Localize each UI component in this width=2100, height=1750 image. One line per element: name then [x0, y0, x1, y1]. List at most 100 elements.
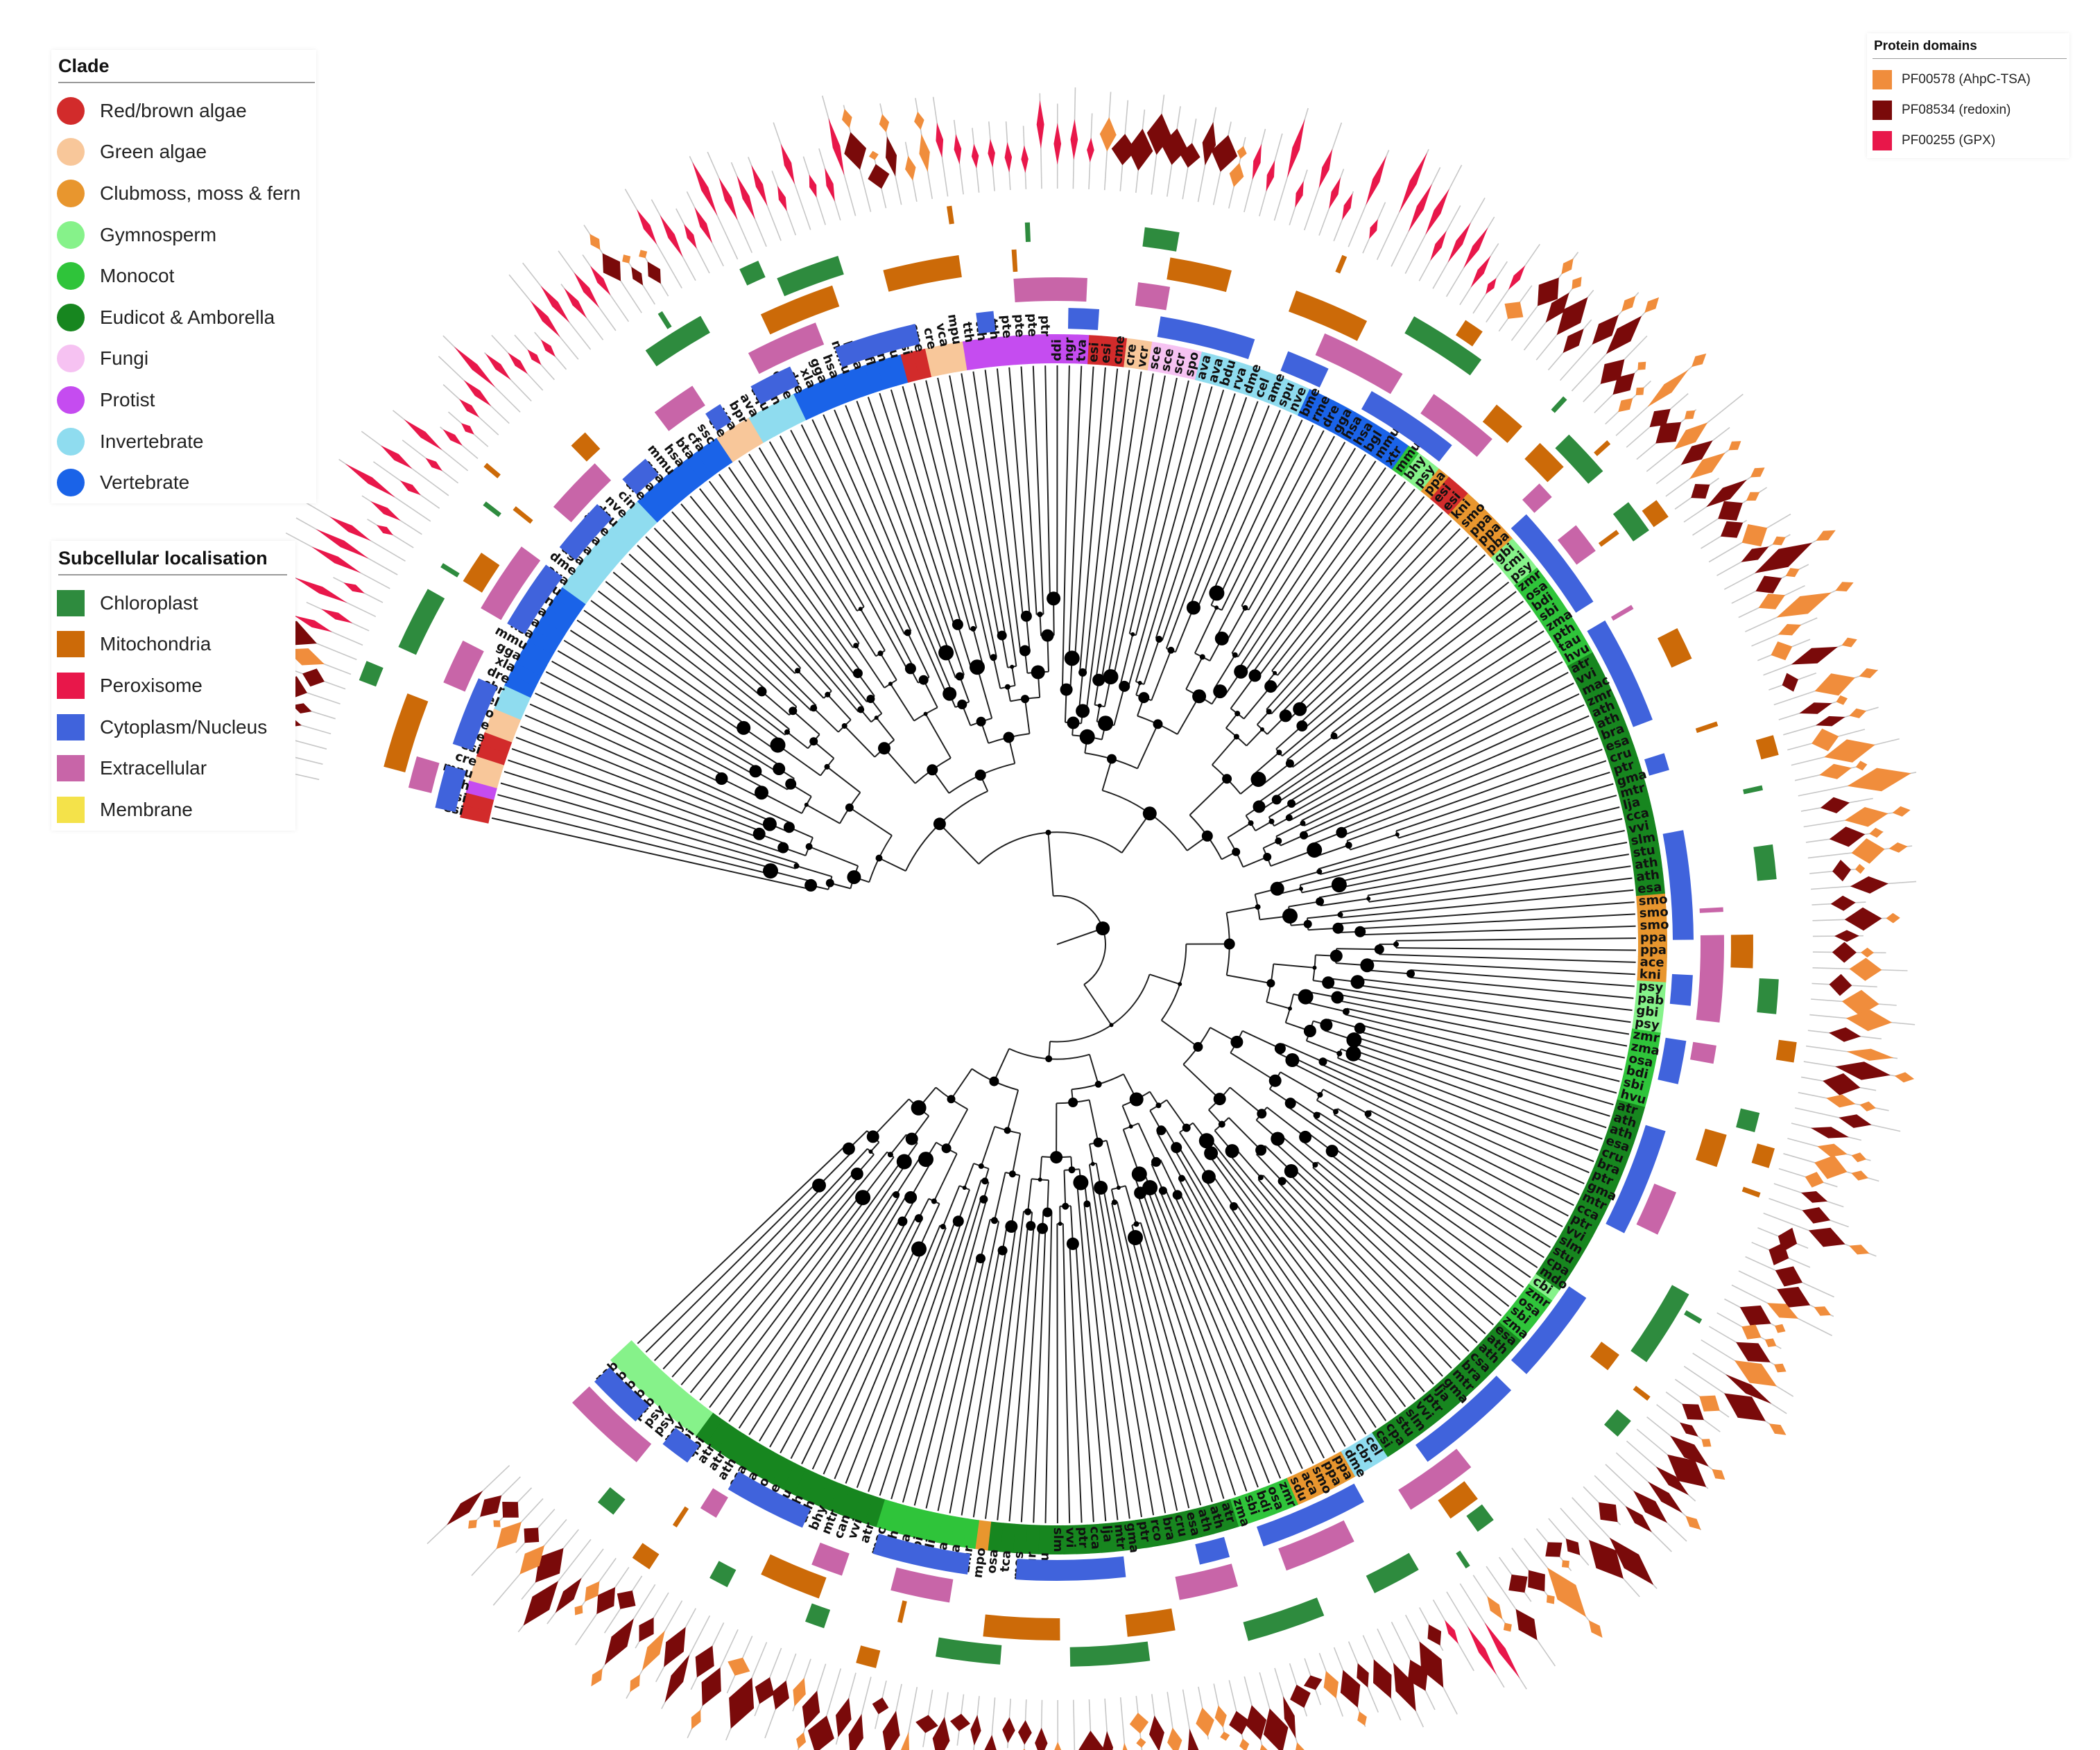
- support-node-dot: [1336, 826, 1348, 838]
- support-node-dot: [1090, 1161, 1095, 1166]
- species-label: gbi: [1635, 1003, 1659, 1021]
- legend-divider: [1873, 58, 2067, 59]
- chloroplast-block: [1142, 227, 1180, 252]
- support-node-dot: [1103, 669, 1119, 685]
- clade-ring-segment: [569, 566, 601, 595]
- support-node-dot: [1201, 1170, 1216, 1184]
- support-node-dot: [897, 1216, 908, 1227]
- clade-ring-segment: [1230, 361, 1251, 394]
- clade-ring-segment: [1038, 334, 1052, 364]
- domain-glyph: [1408, 184, 1432, 232]
- domain-glyph: [1563, 329, 1584, 354]
- support-node-dot: [1155, 636, 1163, 643]
- clade-ring-segment: [1275, 379, 1299, 411]
- tree-branch: [945, 1109, 969, 1149]
- domain-glyph: [1689, 452, 1725, 479]
- extracellular-block: [654, 385, 705, 431]
- support-node-dot: [887, 1152, 893, 1158]
- support-node-dot: [825, 691, 831, 698]
- domain-glyph: [1750, 467, 1765, 478]
- domain-glyph: [1259, 1744, 1268, 1750]
- species-label: ptr: [1135, 1520, 1153, 1543]
- domain-glyph: [1146, 113, 1171, 155]
- support-node-dot: [1204, 1146, 1219, 1161]
- cytoplasm-nucleus-block: [622, 458, 659, 495]
- support-node-dot: [1004, 684, 1010, 690]
- tree-branch: [1179, 1193, 1314, 1464]
- domain-glyph: [294, 578, 347, 603]
- clade-ring-segment: [562, 576, 594, 605]
- clade-ring-segment: [1391, 445, 1420, 477]
- tree-branch: [520, 725, 769, 828]
- clade-ring-segment: [1528, 1274, 1560, 1301]
- chloroplast-block: [777, 256, 844, 297]
- clade-ring-segment: [937, 343, 956, 375]
- support-node-dot: [847, 870, 861, 885]
- support-node-dot: [1296, 720, 1308, 731]
- domain-glyph: [1861, 947, 1874, 958]
- tree-branch: [1076, 1183, 1107, 1522]
- clade-ring-segment: [793, 1468, 818, 1500]
- domain-glyph: [590, 266, 611, 295]
- chloroplast-block: [1684, 1310, 1703, 1324]
- support-node-dot: [795, 668, 801, 674]
- domain-glyph: [692, 162, 718, 216]
- chloroplast-block: [1630, 1285, 1689, 1362]
- support-node-dot: [1271, 1132, 1285, 1146]
- domain-glyph: [1621, 295, 1636, 312]
- domain-glyph: [796, 1732, 807, 1749]
- tree-branch: [1379, 953, 1636, 963]
- tree-branch: [1062, 1223, 1071, 1523]
- species-label: smo: [1639, 917, 1669, 933]
- domain-glyph: [329, 517, 372, 542]
- domain-glyph: [664, 1627, 686, 1667]
- clade-ring-segment: [912, 1509, 932, 1541]
- support-node-dot: [809, 737, 818, 746]
- support-node-dot: [1097, 703, 1102, 708]
- clade-ring-segment: [888, 354, 909, 386]
- support-node-dot: [1155, 1102, 1162, 1109]
- tree-branch: [1111, 1202, 1178, 1511]
- domain-glyph: [1295, 180, 1304, 208]
- tree-branch: [1288, 1172, 1470, 1352]
- tree-branch: [1208, 1154, 1397, 1414]
- cytoplasm-nucleus-block: [594, 1367, 650, 1422]
- support-node-dot: [1257, 1175, 1264, 1181]
- domain-glyph: [631, 266, 644, 286]
- clade-ring-segment: [1617, 781, 1649, 802]
- tree-branch: [524, 714, 772, 822]
- tree-branch: [718, 1159, 903, 1415]
- tree-branch: [597, 590, 786, 736]
- tree-branch: [902, 1199, 988, 1503]
- extracellular-block: [553, 463, 612, 523]
- clade-ring-segment: [527, 629, 560, 655]
- tree-branch: [872, 1098, 910, 1138]
- tree-branch: [1280, 834, 1305, 847]
- support-node-dot: [1064, 650, 1080, 666]
- support-node-dot: [1209, 585, 1225, 601]
- tree-branch: [993, 1048, 1010, 1082]
- clade-ring-segment: [1298, 389, 1322, 421]
- species-label: smo: [1639, 905, 1669, 921]
- domain-glyph: [1283, 1696, 1296, 1739]
- clade-ring-segment: [975, 338, 992, 369]
- domain-glyph: [1791, 646, 1838, 665]
- support-node-dot: [1232, 652, 1238, 658]
- clade-ring-segment: [793, 388, 818, 421]
- domain-glyph: [825, 168, 835, 202]
- support-node-dot: [1255, 904, 1261, 910]
- clade-ring-segment: [1602, 733, 1634, 755]
- mitochondria-block: [983, 1614, 1060, 1641]
- tree-branch: [862, 1156, 895, 1198]
- domain-glyph: [524, 1527, 540, 1543]
- support-node-dot: [1270, 881, 1284, 896]
- domain-glyph: [589, 234, 601, 250]
- clade-ring-segment: [828, 374, 851, 406]
- tree-branch: [1248, 442, 1346, 611]
- tree-branch: [1225, 607, 1246, 642]
- tree-branch: [809, 846, 859, 867]
- support-node-dot: [990, 654, 997, 661]
- support-node-dot: [1300, 831, 1308, 840]
- tree-branch: [890, 1198, 982, 1500]
- clade-ring-segment: [619, 1349, 649, 1379]
